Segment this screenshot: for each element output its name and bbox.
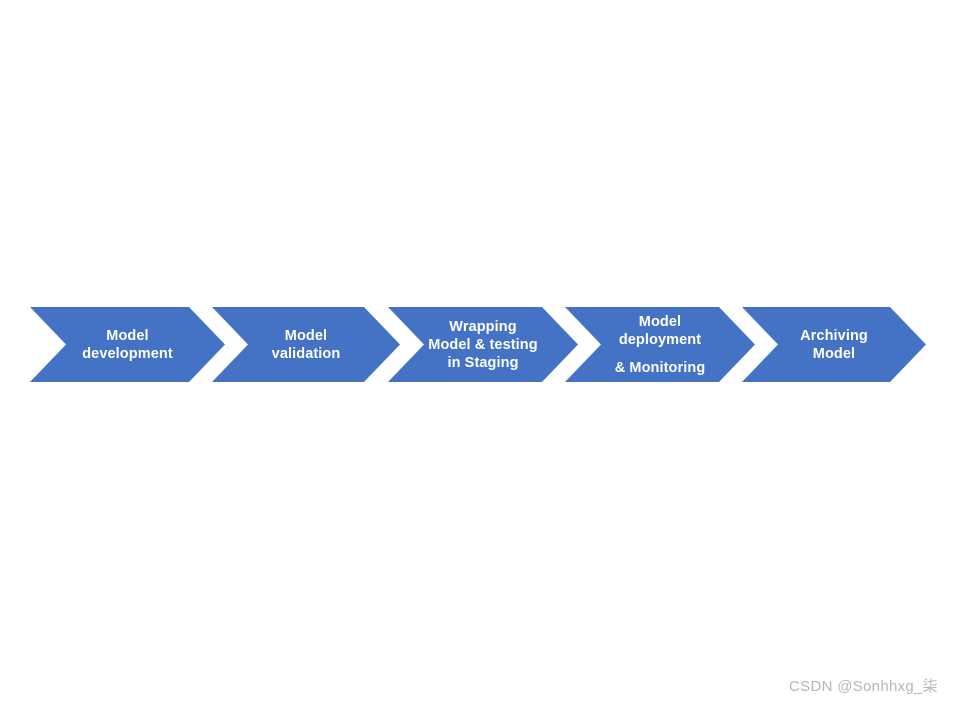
process-step-model-development[interactable]: Model development xyxy=(30,307,225,382)
process-step-archiving-model[interactable]: Archiving Model xyxy=(742,307,926,382)
process-step-line: development xyxy=(82,345,173,362)
process-step-line: Model xyxy=(106,327,149,344)
process-step-line: Model xyxy=(638,313,682,330)
process-step-line: Archiving xyxy=(800,327,868,344)
process-step-line: Wrapping xyxy=(449,318,517,335)
process-step-line: Model & testing xyxy=(428,336,538,353)
process-step-label: Model validation xyxy=(212,327,400,363)
process-step-line: in Staging xyxy=(447,354,519,371)
process-step-label: Model development xyxy=(30,327,225,363)
process-step-model-validation[interactable]: Model validation xyxy=(212,307,400,382)
process-step-label: Archiving Model xyxy=(742,327,926,363)
process-step-label: Model deployment & Monitoring xyxy=(565,313,755,377)
process-step-wrapping-model-testing-staging[interactable]: Wrapping Model & testing in Staging xyxy=(388,307,578,382)
process-step-model-deployment-monitoring[interactable]: Model deployment & Monitoring xyxy=(565,307,755,382)
process-step-line: deployment xyxy=(618,331,702,348)
process-step-label: Wrapping Model & testing in Staging xyxy=(388,318,578,372)
process-step-line: Model xyxy=(812,345,856,362)
chevron-process-flow: Model development Model validation Wrapp… xyxy=(0,307,960,382)
process-step-line: Model xyxy=(284,327,328,344)
process-step-line: & Monitoring xyxy=(614,359,706,376)
watermark-text: CSDN @Sonhhxg_柒 xyxy=(789,678,938,695)
process-step-line: validation xyxy=(271,345,341,362)
